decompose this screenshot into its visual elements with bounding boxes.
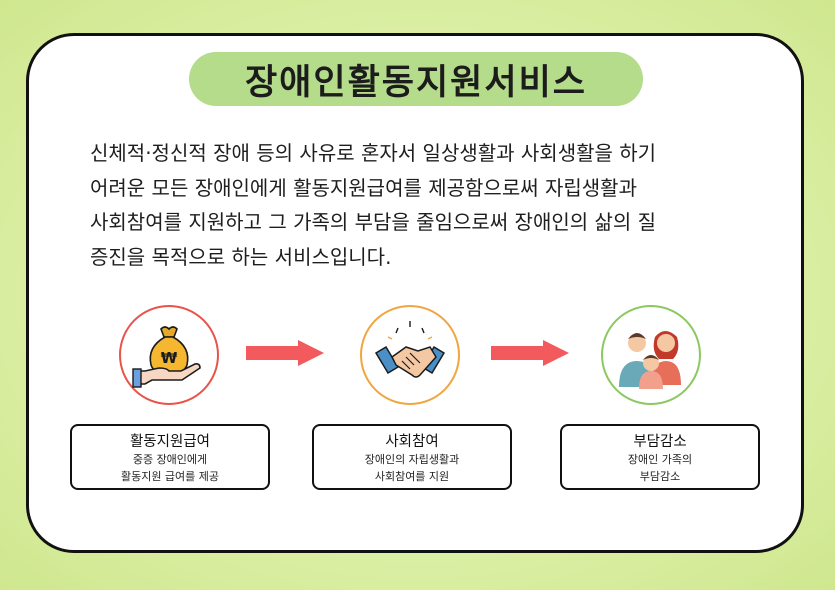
description-line: 증진을 목적으로 하는 서비스입니다. (90, 244, 392, 269)
step-2-title: 사회참여 (385, 434, 439, 450)
step-3-box: 부담감소 장애인 가족의 부담감소 (560, 424, 760, 490)
arrow-1 (246, 340, 324, 370)
description: 신체적·정신적 장애 등의 사유로 혼자서 일상생활과 사회생활을 하기 어려운… (90, 136, 750, 274)
step-3-line: 장애인 가족의 (627, 453, 693, 466)
step-1-line: 활동지원 급여를 제공 (120, 470, 220, 483)
step-1-box: 활동지원급여 중증 장애인에게 활동지원 급여를 제공 (70, 424, 270, 490)
step-3-circle (601, 305, 701, 405)
money-bag-hand-icon: ₩ (132, 326, 201, 388)
page-title: 장애인활동지원서비스 (189, 52, 643, 106)
description-line: 신체적·정신적 장애 등의 사유로 혼자서 일상생활과 사회생활을 하기 (90, 141, 657, 165)
family-icon (619, 331, 681, 389)
won-symbol: ₩ (161, 349, 178, 367)
arrow-2 (491, 340, 569, 370)
step-1-circle: ₩ (119, 305, 219, 405)
handshake-icon (374, 321, 446, 378)
step-1-title: 활동지원급여 (129, 434, 211, 450)
description-line: 사회참여를 지원하고 그 가족의 부담을 줄임으로써 장애인의 삶의 질 (90, 210, 657, 234)
step-1-line: 중증 장애인에게 (132, 453, 208, 466)
step-2-line: 사회참여를 지원 (374, 470, 450, 483)
description-line: 어려운 모든 장애인에게 활동지원급여를 제공함으로써 자립생활과 (90, 175, 637, 200)
step-3-line: 부담감소 (639, 470, 681, 483)
step-2-circle (360, 305, 460, 405)
step-3-title: 부담감소 (633, 434, 687, 450)
step-2-box: 사회참여 장애인의 자립생활과 사회참여를 지원 (312, 424, 512, 490)
step-2-line: 장애인의 자립생활과 (364, 453, 460, 466)
